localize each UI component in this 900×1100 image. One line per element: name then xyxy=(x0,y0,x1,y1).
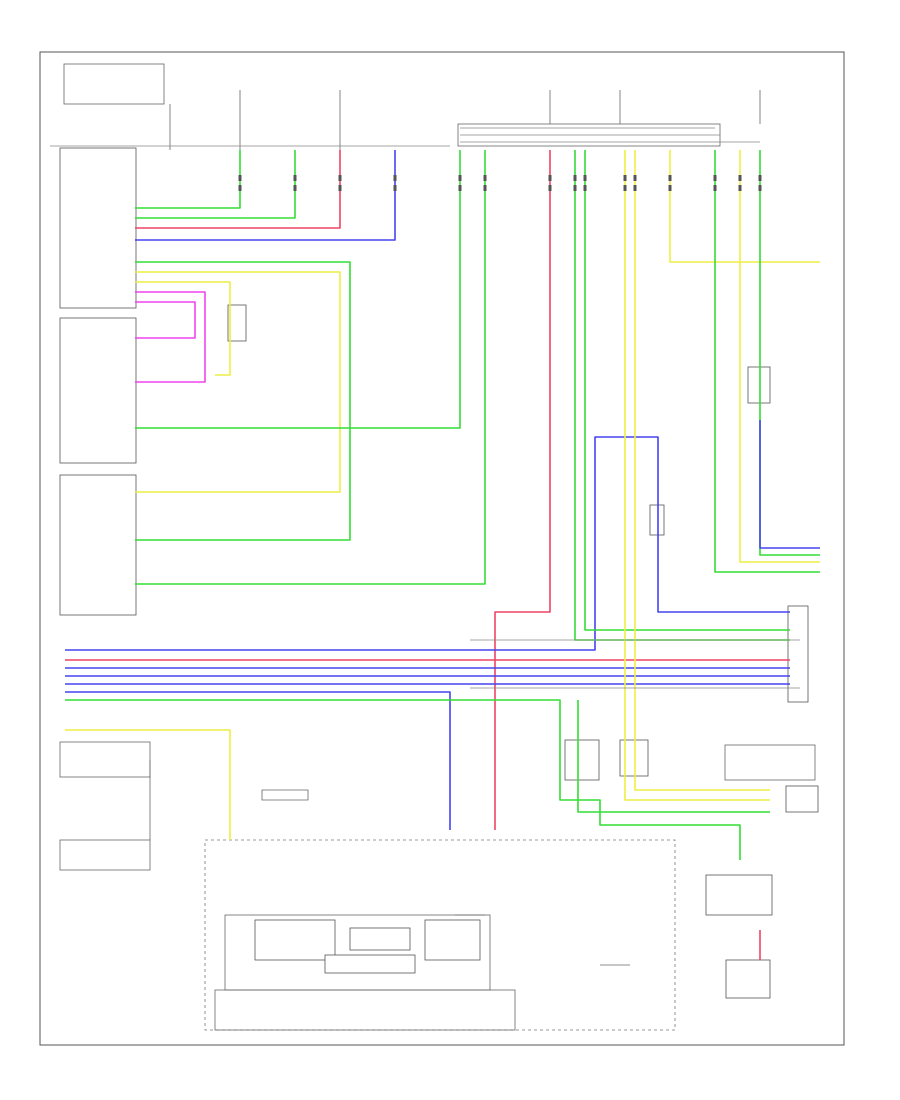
connector-tick-9 xyxy=(623,175,627,181)
ecu-sub-box-right xyxy=(424,919,481,961)
connector-tick-10 xyxy=(633,175,637,181)
ecu-small-connector xyxy=(261,789,309,801)
connector-tick-14 xyxy=(758,185,762,191)
junction-connector-a xyxy=(564,739,600,781)
wire-yellow-21 xyxy=(65,729,231,840)
wire-blue-19 xyxy=(65,691,451,830)
wire-green-0 xyxy=(135,150,241,209)
connector-tick-7 xyxy=(573,185,577,191)
connector-tick-13 xyxy=(738,175,742,181)
lh-door-switch xyxy=(59,741,151,778)
right-side-module-outline xyxy=(724,744,816,781)
wire-yellow-5 xyxy=(135,271,341,493)
wire-green-1 xyxy=(135,150,296,219)
wire-magenta-7 xyxy=(135,291,206,383)
wire-yellow-24 xyxy=(669,150,820,263)
door-lock-motor xyxy=(785,785,819,813)
rh-door-switch xyxy=(59,839,151,871)
connector-tick-10 xyxy=(633,185,637,191)
connector-tick-3 xyxy=(393,175,397,181)
wire-green-9 xyxy=(135,150,461,429)
connector-tick-4 xyxy=(458,175,462,181)
relay-module-c xyxy=(747,366,771,404)
wire-green-14 xyxy=(584,150,790,631)
connector-ticks xyxy=(238,175,762,191)
wire-magenta-8 xyxy=(135,301,196,339)
wire-blue-3 xyxy=(135,150,396,241)
wire-green-27 xyxy=(759,150,820,556)
connector-tick-11 xyxy=(668,185,672,191)
ecu-sub-box-mid xyxy=(349,927,411,951)
rear-actuator xyxy=(725,959,771,999)
connector-tick-11 xyxy=(668,175,672,181)
front-door-switch-assy xyxy=(59,317,137,464)
connector-tick-2 xyxy=(338,185,342,191)
relay-modules xyxy=(227,304,819,999)
relay-module-a xyxy=(227,304,247,342)
wire-yellow-22 xyxy=(624,150,770,801)
wire-red-2 xyxy=(135,150,341,229)
connector-tick-14 xyxy=(758,175,762,181)
connector-tick-6 xyxy=(548,175,552,181)
wire-green-4 xyxy=(135,261,351,541)
top-left-sensor xyxy=(63,63,165,105)
top-stubs xyxy=(149,90,761,966)
connector-tick-2 xyxy=(338,175,342,181)
connector-tick-3 xyxy=(393,185,397,191)
connector-tick-12 xyxy=(713,185,717,191)
connector-tick-1 xyxy=(293,185,297,191)
connector-tick-5 xyxy=(483,175,487,181)
connector-tick-0 xyxy=(238,185,242,191)
front-switch-block xyxy=(59,147,137,309)
relay-module-b xyxy=(649,504,665,536)
connector-tick-5 xyxy=(483,185,487,191)
wire-yellow-23 xyxy=(634,150,770,791)
wire-green-20 xyxy=(65,699,741,860)
wire-layer xyxy=(50,127,820,960)
diagram-frame xyxy=(39,51,845,1046)
wire-green-29 xyxy=(577,700,770,813)
wire-blue-28 xyxy=(759,420,820,549)
main-ecu-area xyxy=(204,789,676,1031)
ecu-sub-box-left xyxy=(254,919,336,961)
left-components xyxy=(59,63,165,871)
wire-yellow-6 xyxy=(135,281,231,376)
connector-tick-4 xyxy=(458,185,462,191)
wire-red-11 xyxy=(494,150,551,830)
rear-door-switch-assy xyxy=(59,474,137,616)
wire-green-10 xyxy=(135,150,486,585)
wire-green-25 xyxy=(714,150,820,573)
connector-tick-8 xyxy=(583,185,587,191)
connector-tick-1 xyxy=(293,175,297,181)
right-side-connector xyxy=(787,605,809,703)
connector-tick-0 xyxy=(238,175,242,181)
connector-tick-13 xyxy=(738,185,742,191)
connector-tick-6 xyxy=(548,185,552,191)
connector-tick-8 xyxy=(583,175,587,181)
connector-tick-9 xyxy=(623,185,627,191)
wire-yellow-26 xyxy=(739,150,820,563)
ecu-bottom-block xyxy=(214,989,516,1031)
connector-tick-12 xyxy=(713,175,717,181)
wire-blue-12 xyxy=(65,436,790,651)
connector-tick-7 xyxy=(573,175,577,181)
ecu-sub-box-low xyxy=(324,954,416,974)
rear-control-module xyxy=(705,874,773,916)
